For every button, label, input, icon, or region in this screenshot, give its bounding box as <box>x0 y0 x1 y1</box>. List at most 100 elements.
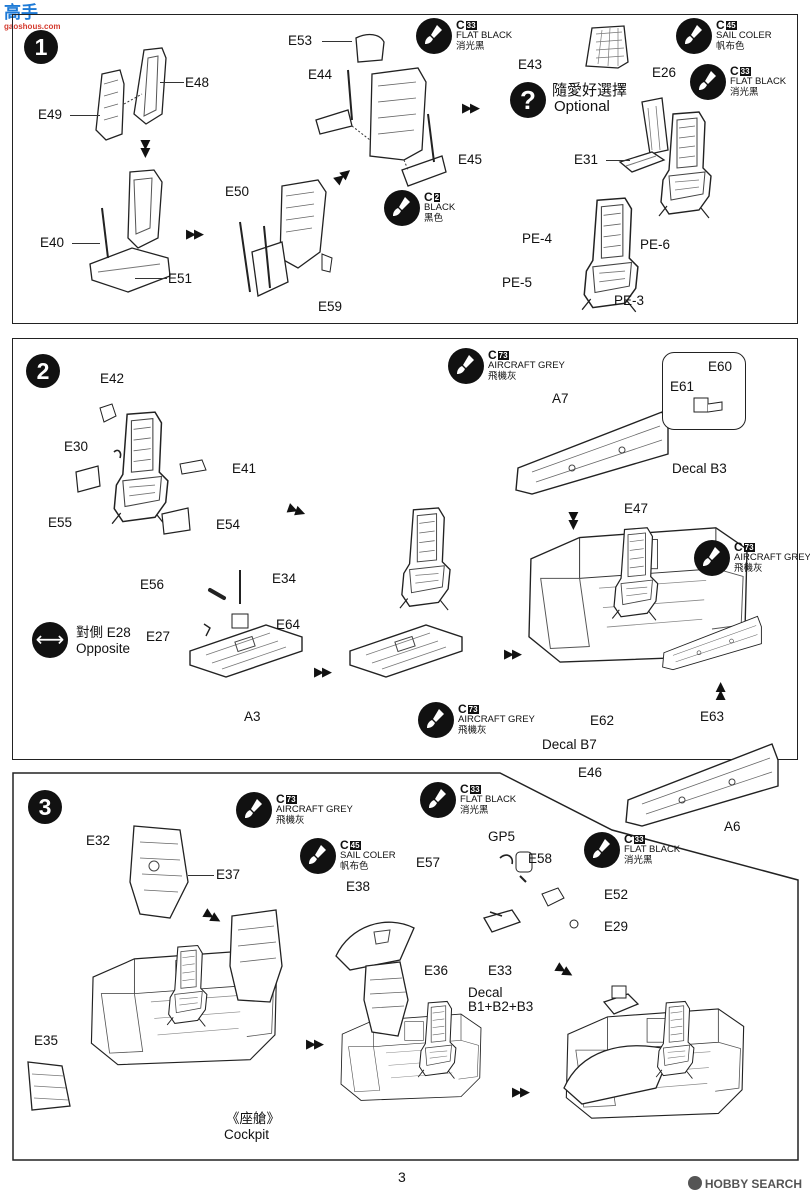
step2-panel <box>12 338 798 760</box>
floor-parts-drawing <box>203 570 249 637</box>
label-e63: E63 <box>700 709 725 724</box>
label-e50: E50 <box>225 184 250 199</box>
label-e33: E33 <box>488 963 513 978</box>
step2-number: 2 <box>26 354 60 388</box>
label-a7: A7 <box>552 391 569 406</box>
brush-icon <box>300 838 336 874</box>
brush-icon <box>690 64 726 100</box>
arrow-right-icon: ▶▶ <box>512 1084 530 1099</box>
label-e53: E53 <box>288 33 313 48</box>
part-e38-drawing <box>335 921 415 971</box>
watermark-bottom: HOBBY SEARCH <box>687 1176 802 1191</box>
label-gp5: GP5 <box>488 829 516 844</box>
question-icon: ? <box>510 82 546 118</box>
label-e44: E44 <box>308 67 333 82</box>
brush-icon <box>384 190 420 226</box>
watermark-top-sub: gaoshous.com <box>4 22 61 31</box>
seat-cockpit-mid-drawing <box>417 1000 457 1080</box>
label-e61: E61 <box>670 379 695 394</box>
label-e52: E52 <box>604 887 629 902</box>
cockpit-zh: 《座艙》 <box>226 1111 280 1126</box>
label-e46: E46 <box>578 765 603 780</box>
step1-number: 1 <box>24 30 58 64</box>
part-e26-e31-drawing <box>618 97 669 173</box>
seat-frame-drawing <box>315 33 447 187</box>
part-e35-drawing <box>27 1061 71 1111</box>
label-e41: E41 <box>232 461 257 476</box>
arrow-right-icon: ▶▶ <box>462 100 480 115</box>
part-e43-drawing <box>585 25 629 69</box>
label-e26: E26 <box>652 65 677 80</box>
label-e64: E64 <box>276 617 301 632</box>
label-e49: E49 <box>38 107 63 122</box>
brush-icon <box>676 18 712 54</box>
gunsight-final-drawing <box>602 985 640 1015</box>
label-e55: E55 <box>48 515 73 530</box>
label-decal: Decal <box>468 985 503 1000</box>
label-e60: E60 <box>708 359 733 374</box>
floor-mid-drawing <box>349 624 463 678</box>
brush-icon <box>448 348 484 384</box>
label-e56: E56 <box>140 577 165 592</box>
label-pe6: PE-6 <box>640 237 671 252</box>
cockpit-en: Cockpit <box>224 1127 270 1142</box>
optional-zh: 隨愛好選擇 <box>552 82 628 99</box>
arrow-up-icon: ▶▶ <box>712 684 727 700</box>
label-e57: E57 <box>416 855 441 870</box>
brush-icon <box>418 702 454 738</box>
seat-floor-drawing <box>399 507 451 611</box>
label-pe5: PE-5 <box>502 275 533 290</box>
brush-icon <box>420 782 456 818</box>
part-e36-drawing <box>363 961 409 1037</box>
label-e31: E31 <box>574 152 599 167</box>
label-e45: E45 <box>458 152 483 167</box>
label-e40: E40 <box>40 235 65 250</box>
label-e30: E30 <box>64 439 89 454</box>
instrument-panel-left-drawing <box>229 909 283 1003</box>
part-e40-e51-drawing <box>89 169 171 293</box>
arrow-right-icon: ▶▶ <box>186 226 204 241</box>
seat-right-drawing <box>658 111 712 219</box>
label-e59: E59 <box>318 299 343 314</box>
label-a6: A6 <box>724 819 741 834</box>
label-decal-b: B1+B2+B3 <box>468 999 534 1014</box>
sidewall-a6-upper-drawing <box>661 615 763 671</box>
label-e29: E29 <box>604 919 629 934</box>
brush-icon <box>416 18 452 54</box>
step1-panel <box>12 14 798 324</box>
step3-number: 3 <box>28 790 62 824</box>
page-number: 3 <box>398 1169 406 1185</box>
optional-en: Optional <box>554 98 610 115</box>
label-e32: E32 <box>86 833 111 848</box>
arrow-right-icon: ▶▶ <box>504 646 522 661</box>
label-e42: E42 <box>100 371 125 386</box>
part-e48-e49-drawing <box>95 47 167 141</box>
label-e51: E51 <box>168 271 193 286</box>
label-e43: E43 <box>518 57 543 72</box>
label-decal-b3: Decal B3 <box>672 461 727 476</box>
brush-icon <box>584 832 620 868</box>
double-arrow-icon: ⟷ <box>32 622 68 658</box>
seat-final-drawing <box>655 1000 695 1080</box>
sidewall-a7-drawing <box>515 411 669 495</box>
opposite-zh: 對側 E28 <box>76 625 131 640</box>
seat-side-parts-drawing <box>75 403 207 535</box>
label-decal-b7: Decal B7 <box>542 737 597 752</box>
label-e47: E47 <box>624 501 649 516</box>
label-a3: A3 <box>244 709 261 724</box>
label-e36: E36 <box>424 963 449 978</box>
label-e48: E48 <box>185 75 210 90</box>
label-e34: E34 <box>272 571 297 586</box>
arrow-right-icon: ▶▶ <box>314 664 332 679</box>
label-e35: E35 <box>34 1033 59 1048</box>
brush-icon <box>694 540 730 576</box>
watermark-bottom-text: HOBBY SEARCH <box>704 1177 802 1191</box>
opposite-en: Opposite <box>76 641 131 656</box>
step3-panel <box>12 772 799 1161</box>
part-e37-drawing <box>129 825 189 919</box>
part-e50-e59-drawing <box>239 179 333 297</box>
arrow-down-icon: ▶▶ <box>139 140 154 156</box>
label-e54: E54 <box>216 517 241 532</box>
label-e37: E37 <box>216 867 241 882</box>
hobby-search-icon <box>687 1176 702 1190</box>
